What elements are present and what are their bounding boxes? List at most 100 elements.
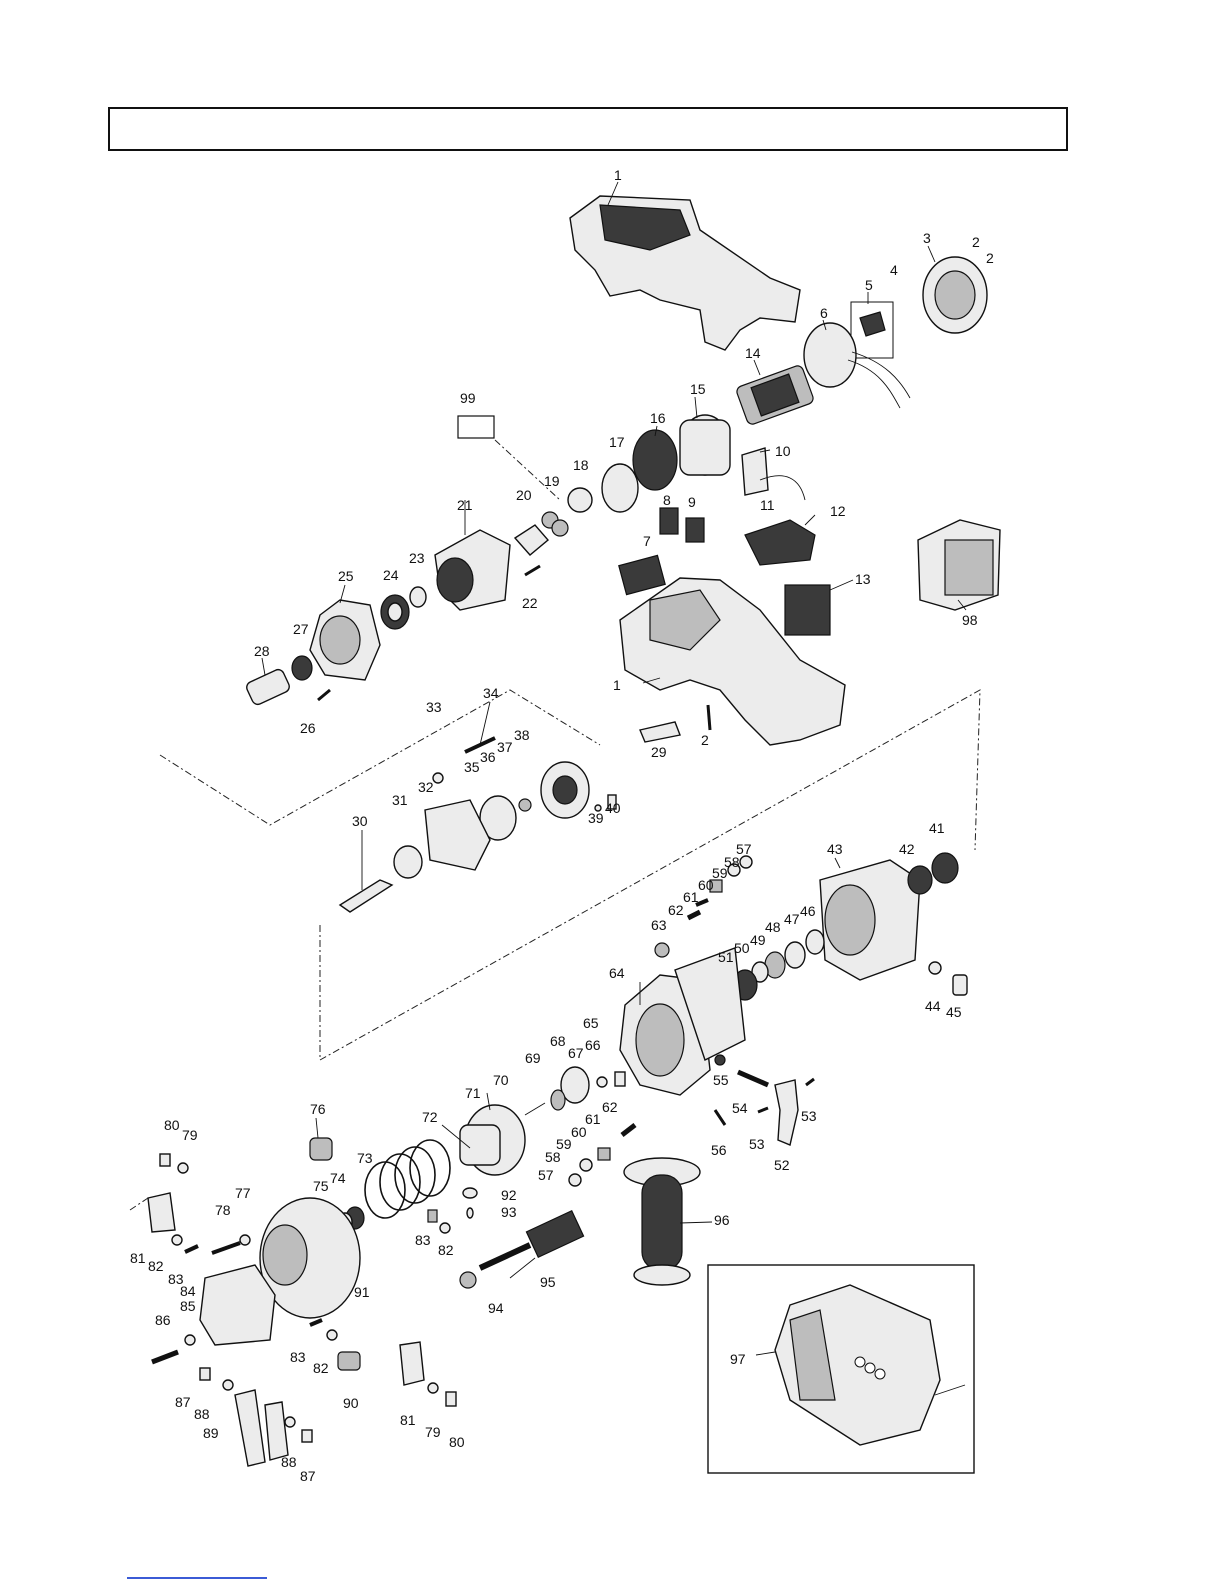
label-58-a: 58	[724, 854, 740, 870]
label-38: 38	[514, 727, 530, 743]
label-89: 89	[203, 1425, 219, 1441]
label-14: 14	[745, 345, 761, 361]
spring-61a-drawing	[695, 898, 709, 907]
pin-62b-drawing	[620, 1123, 637, 1137]
bearing-27-drawing	[291, 655, 313, 681]
label-47: 47	[784, 911, 800, 927]
label-17: 17	[609, 434, 625, 450]
screw-2c-drawing	[706, 704, 712, 731]
shaft-70-drawing	[524, 1102, 546, 1116]
bolt-45-drawing	[952, 974, 968, 996]
gear-housing-21-drawing	[434, 529, 511, 611]
screw-87a-drawing	[199, 1367, 211, 1381]
spring-73-drawing	[364, 1139, 451, 1219]
label-15: 15	[690, 381, 706, 397]
label-20: 20	[516, 487, 532, 503]
plate-32-drawing	[424, 799, 491, 871]
nut-94-drawing	[459, 1271, 477, 1289]
washer-79a-drawing	[177, 1162, 189, 1174]
terminal-plate-drawing	[803, 322, 911, 409]
label-62-a: 62	[668, 902, 684, 918]
label-73: 73	[357, 1150, 373, 1166]
washer-55-drawing	[714, 1054, 726, 1066]
label-92: 92	[501, 1187, 517, 1203]
washer-66-drawing	[596, 1076, 608, 1088]
washer-85-drawing	[184, 1334, 196, 1346]
label-78: 78	[215, 1202, 231, 1218]
label-41: 41	[929, 820, 945, 836]
label-1-bottom: 1	[613, 677, 621, 693]
label-52: 52	[774, 1157, 790, 1173]
label-51: 51	[718, 949, 734, 965]
label-4: 4	[890, 262, 898, 278]
label-19: 19	[544, 473, 560, 489]
label-81-a: 81	[130, 1250, 146, 1266]
screw-80b-drawing	[445, 1391, 457, 1407]
block-8-drawing	[659, 507, 679, 535]
rod-95-drawing	[478, 1242, 532, 1271]
bolt-86-drawing	[151, 1349, 179, 1365]
label-87-a: 87	[175, 1394, 191, 1410]
label-71: 71	[465, 1085, 481, 1101]
charger-97-drawing	[774, 1284, 966, 1446]
label-67: 67	[568, 1045, 584, 1061]
label-11: 11	[760, 497, 775, 513]
label-18: 18	[573, 457, 589, 473]
label-83-b: 83	[168, 1271, 184, 1287]
label-42: 42	[899, 841, 915, 857]
side-handle-96-drawing	[623, 1157, 701, 1286]
pin-53a-drawing	[757, 1106, 769, 1114]
label-46: 46	[800, 903, 816, 919]
label-54: 54	[732, 1100, 748, 1116]
washer-33-drawing	[432, 772, 444, 784]
spindle-20-drawing	[513, 524, 549, 556]
label-33: 33	[426, 699, 442, 715]
bearing-42-drawing	[907, 865, 933, 895]
block-9-drawing	[685, 517, 705, 543]
label-1-top: 1	[614, 167, 622, 183]
washer-88a-drawing	[222, 1379, 234, 1391]
block-84-drawing	[199, 1264, 276, 1346]
label-90: 90	[343, 1395, 359, 1411]
label-63: 63	[651, 917, 667, 933]
label-9: 9	[688, 494, 696, 510]
label-93: 93	[501, 1204, 517, 1220]
label-80-b: 80	[449, 1434, 465, 1450]
washer-82c-drawing	[326, 1329, 338, 1341]
label-36: 36	[480, 749, 496, 765]
label-65: 65	[583, 1015, 599, 1031]
label-12: 12	[830, 503, 846, 519]
label-88-b: 88	[281, 1454, 297, 1470]
label-2-b: 2	[986, 250, 994, 266]
label-31: 31	[392, 792, 408, 808]
label-87-b: 87	[300, 1468, 316, 1484]
label-26: 26	[300, 720, 316, 736]
label-5: 5	[865, 277, 873, 293]
label-59-a: 59	[712, 865, 728, 881]
screw-22-drawing	[524, 564, 541, 577]
bracket-81b-drawing	[399, 1341, 425, 1386]
label-6: 6	[820, 305, 828, 321]
shaft-54-drawing	[737, 1069, 769, 1088]
washer-88b-drawing	[284, 1416, 296, 1428]
label-69: 69	[525, 1050, 541, 1066]
label-50: 50	[734, 940, 750, 956]
label-97: 97	[730, 1351, 746, 1367]
nameplate-99-drawing	[457, 415, 495, 439]
label-29: 29	[651, 744, 667, 760]
label-22: 22	[522, 595, 538, 611]
washer-82a-drawing	[439, 1222, 451, 1234]
assembly-outline	[159, 689, 601, 826]
label-66: 66	[585, 1037, 601, 1053]
washer-79b-drawing	[427, 1382, 439, 1394]
label-60-a: 60	[698, 877, 714, 893]
screw-65-drawing	[614, 1071, 626, 1087]
vent-7-drawing	[618, 554, 666, 596]
charger-box	[707, 1264, 975, 1474]
footer-link[interactable]	[127, 1577, 267, 1579]
label-74: 74	[330, 1170, 346, 1186]
bracket-10-drawing	[741, 447, 769, 496]
label-62-b: 62	[602, 1099, 618, 1115]
part-92-drawing	[462, 1187, 478, 1199]
label-37: 37	[497, 739, 513, 755]
